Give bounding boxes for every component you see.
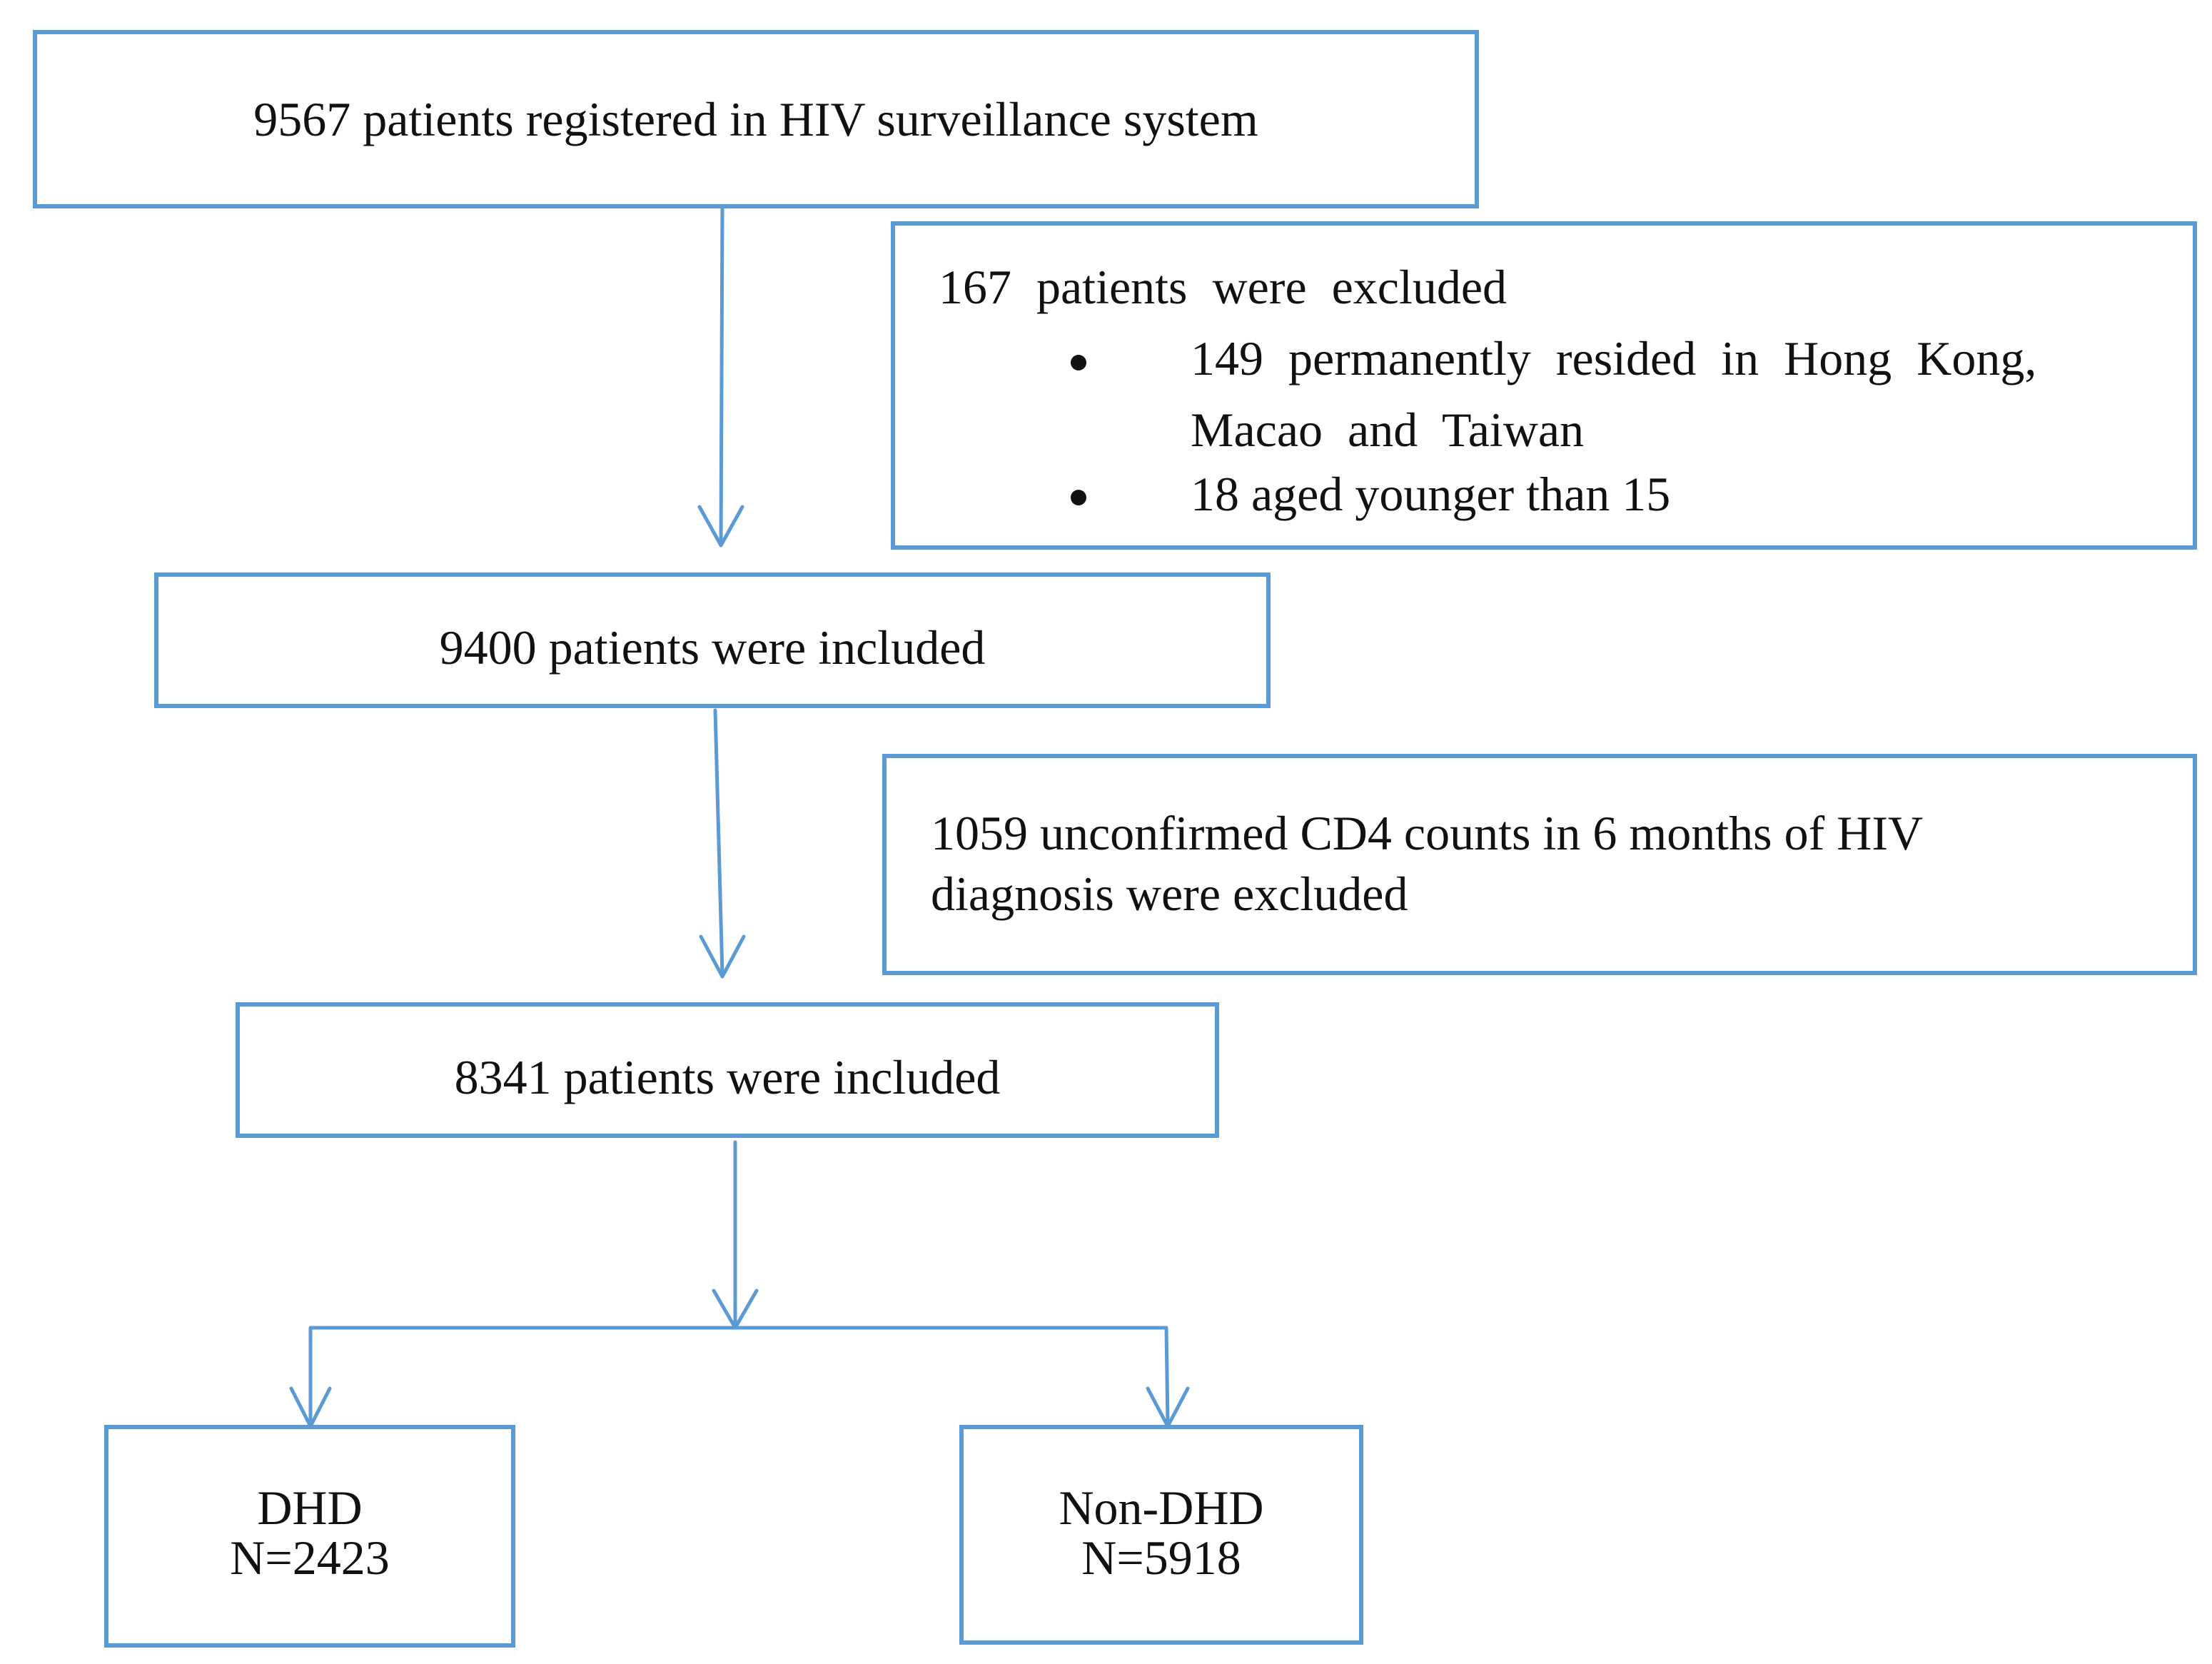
- exclusion-1-item-1-line-2: Macao and Taiwan: [1191, 403, 1585, 457]
- arrow-registered-to-included-1: [719, 205, 724, 545]
- non-dhd-box: [959, 1425, 1363, 1645]
- exclusion-2-box: [882, 754, 2197, 975]
- included-1-box: [154, 573, 1271, 708]
- included-2-text: 8341 patients were included: [454, 1050, 1001, 1104]
- exclusion-2-line-1: 1059 unconfirmed CD4 counts in 6 months …: [931, 806, 1924, 860]
- bullet-icon: [1071, 355, 1086, 370]
- arrowhead-included-1: [697, 505, 744, 548]
- exclusion-1-item-1-line-1: 149 permanently resided in Hong Kong,: [1191, 331, 2037, 385]
- exclusion-1-box: [891, 221, 2197, 550]
- included-2-box: [236, 1002, 1219, 1138]
- bullet-icon: [1071, 490, 1086, 505]
- arrowhead-included-2: [699, 934, 746, 979]
- arrow-included-1-to-included-2: [713, 708, 724, 977]
- dhd-box: [104, 1425, 515, 1648]
- non-dhd-label: Non-DHD: [1059, 1481, 1264, 1535]
- included-1-text: 9400 patients were included: [439, 620, 986, 675]
- exclusion-2-line-2: diagnosis were excluded: [931, 867, 1408, 921]
- exclusion-1-item-2: 18 aged younger than 15: [1191, 467, 1671, 521]
- arrow-to-non-dhd: [1164, 1326, 1170, 1426]
- dhd-label: DHD: [257, 1481, 363, 1535]
- dhd-count: N=2423: [230, 1531, 390, 1585]
- registered-text: 9567 patients registered in HIV surveill…: [253, 92, 1258, 146]
- non-dhd-count: N=5918: [1081, 1531, 1241, 1585]
- exclusion-1-header: 167 patients were excluded: [939, 260, 1508, 314]
- registered-box: [33, 30, 1479, 208]
